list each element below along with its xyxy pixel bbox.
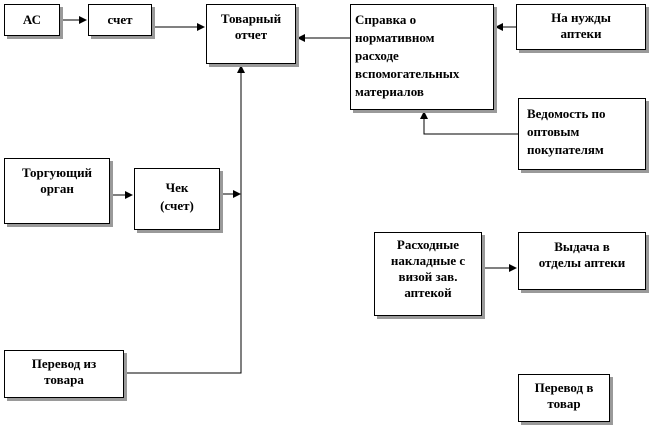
node-torguyushchy-label: Торгующий орган	[21, 165, 93, 196]
node-perevod-v-label: Перевод в товар	[534, 380, 594, 411]
node-schet-label: счет	[107, 12, 133, 27]
node-as-label: АС	[22, 12, 42, 27]
node-torguyushchy: Торгующий орган	[4, 158, 110, 224]
node-vedomost-label: Ведомость по оптовым покупателям	[527, 106, 606, 157]
node-perevod-iz-label: Перевод из товара	[31, 356, 97, 387]
node-schet: счет	[88, 4, 152, 36]
node-perevod-iz: Перевод из товара	[4, 350, 124, 398]
node-spravka-label: Справка о нормативном расходе вспомогате…	[355, 12, 460, 99]
node-perevod-v: Перевод в товар	[518, 374, 610, 422]
node-raskhodnye: Расходные накладные с визой зав. аптекой	[374, 232, 482, 316]
node-na-nuzhdy-label: На нужды аптеки	[551, 10, 611, 41]
node-chek: Чек (счет)	[134, 168, 220, 230]
node-vydacha: Выдача в отделы аптеки	[518, 232, 646, 290]
node-vedomost: Ведомость по оптовым покупателям	[518, 98, 646, 170]
node-tovarny-otchet: Товарный отчет	[206, 4, 296, 64]
node-na-nuzhdy: На нужды аптеки	[516, 4, 646, 50]
node-vydacha-label: Выдача в отделы аптеки	[538, 239, 626, 270]
node-tovarny-otchet-label: Товарный отчет	[220, 11, 282, 42]
arrow-perevod-iz-to-tovarny-otchet	[124, 65, 245, 374]
node-raskhodnye-label: Расходные накладные с визой зав. аптекой	[390, 237, 466, 300]
node-spravka: Справка о нормативном расходе вспомогате…	[350, 4, 494, 110]
node-chek-label: Чек (счет)	[160, 180, 194, 213]
arrow-vedomost-to-spravka	[420, 111, 518, 135]
node-as: АС	[4, 4, 60, 36]
